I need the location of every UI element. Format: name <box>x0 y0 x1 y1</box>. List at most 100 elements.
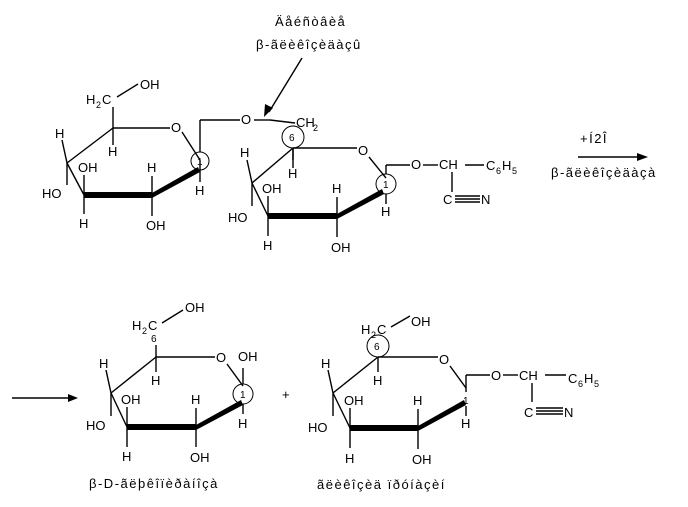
atom-oh-c1-p1: OH <box>238 349 258 364</box>
atom-oh-c2: OH <box>146 218 166 233</box>
atom-c6h5-5: 5 <box>512 166 517 176</box>
atom-n-nitrile-p2: N <box>564 405 573 420</box>
atom-oh-c3-p2: OH <box>344 393 364 408</box>
atom-h-c1-p2: H <box>461 416 470 431</box>
label-reagent-enzyme: β-ãëèêîçèäàçà <box>551 165 657 180</box>
continuation-arrow <box>12 394 78 402</box>
reaction-arrow-head <box>637 153 648 161</box>
bond-c4-h <box>61 139 68 164</box>
enzyme-pointer-arrowhead <box>264 104 273 117</box>
atom-num-1-right: 1 <box>383 180 389 191</box>
amygdalin-right-glucose-ring: CH 2 6 O H H HO OH H H OH 1 H O <box>228 115 517 255</box>
atom-h-c4: H <box>55 126 64 141</box>
atom-h2c-sub-p1: 2 <box>142 326 147 336</box>
atom-o-aglycone: O <box>411 157 421 172</box>
atom-ho-c4-right: HO <box>228 210 248 225</box>
atom-oh-c3-p1: OH <box>121 392 141 407</box>
plus-sign: + <box>282 387 290 402</box>
atom-h2c-sub-p2: 2 <box>371 330 376 340</box>
atom-h-c2-p2: H <box>413 393 422 408</box>
atom-ring-o: O <box>171 120 181 135</box>
bond-c2-c1-wedge <box>152 167 200 198</box>
atom-oh-c2-p2: OH <box>412 452 432 467</box>
atom-h2c-h: H <box>86 92 95 107</box>
atom-num-1-left: 1 <box>197 157 203 168</box>
bond-c2-c1-wedge-p2 <box>418 400 466 431</box>
atom-num-1-p2: 1 <box>463 396 469 407</box>
bond-c2-c1-wedge-right <box>337 189 384 219</box>
atom-ch2-sub: 2 <box>313 123 318 133</box>
caption-glucopyranose: β-D-ãëþêîïèðàíîçà <box>89 476 219 491</box>
bond-c4-h-right <box>246 159 253 184</box>
atom-glycosidic-o: O <box>241 112 251 127</box>
atom-ch-p2: CH <box>519 368 538 383</box>
bond-ch2-oh <box>116 83 139 98</box>
atom-h-c3-p1: H <box>122 449 131 464</box>
atom-oh-c3-right: OH <box>262 181 282 196</box>
atom-c-nitrile-p2: C <box>524 405 533 420</box>
atom-h2c-c-p2: C <box>377 322 386 337</box>
label-enzyme-line2: β-ãëèêîçèäàçû <box>256 37 362 52</box>
atom-oh-c6-p1: OH <box>185 300 205 315</box>
bond-c4-c3-p2 <box>332 392 351 429</box>
enzyme-annotation: Äåéñòâèå β-ãëèêîçèäàçû <box>256 14 362 117</box>
bond-ch2-oh-p1 <box>161 309 184 324</box>
atom-h-c5: H <box>108 144 117 159</box>
amygdalin-left-glucose-ring: H 2 C OH O H H HO OH H H OH 1 H <box>42 77 296 233</box>
atom-h-c2: H <box>147 160 156 175</box>
bond-o-c1-right <box>368 156 387 179</box>
bond-c4-c3 <box>66 162 85 196</box>
atom-h-c1-right: H <box>381 204 390 219</box>
atom-ring-o-right: O <box>358 143 368 158</box>
atom-h2c-c: C <box>102 92 111 107</box>
atom-o-aglycone-p2: O <box>491 368 501 383</box>
product-glucopyranose: H 2 C 6 OH O H H HO OH H H OH 1 OH H <box>86 300 258 465</box>
reaction-arrow-top: +Í2Î β-ãëèêîçèäàçà <box>551 131 657 180</box>
atom-num-1-p1: 1 <box>240 390 246 401</box>
atom-oh-c6: OH <box>140 77 160 92</box>
atom-ch: CH <box>439 157 458 172</box>
atom-num-6-right: 6 <box>289 133 295 144</box>
atom-c6h5-6: 6 <box>496 166 501 176</box>
bond-c5-c4-p1 <box>110 356 157 394</box>
atom-oh-c2-right: OH <box>331 240 351 255</box>
atom-n-nitrile: N <box>481 192 490 207</box>
bond-c5-c4 <box>66 127 114 164</box>
atom-h-c5-p1: H <box>151 373 160 388</box>
atom-c6h5-c-p2: C <box>568 371 577 386</box>
atom-h2c-h-p1: H <box>132 318 141 333</box>
atom-num-6-p2: 6 <box>374 342 380 353</box>
atom-c6h5-c: C <box>486 158 495 173</box>
atom-ch2-c: CH <box>296 115 315 130</box>
atom-h2c-sub: 2 <box>96 100 101 110</box>
continuation-arrow-head <box>68 394 78 402</box>
bond-c2-c1-wedge-p1 <box>196 400 243 430</box>
atom-h-c4-p2: H <box>321 356 330 371</box>
atom-h-c3-p2: H <box>345 451 354 466</box>
bond-o-c1-p2 <box>449 365 467 389</box>
label-enzyme-line1: Äåéñòâèå <box>275 14 346 29</box>
atom-ho-c4-p2: HO <box>308 420 328 435</box>
atom-h-c5-p2: H <box>373 373 382 388</box>
atom-ho-c4-p1: HO <box>86 418 106 433</box>
atom-h2c-c-p1: C <box>148 318 157 333</box>
bond-c5-c4-p2 <box>332 356 379 394</box>
atom-oh-c3: OH <box>78 160 98 175</box>
atom-h-c3-right: H <box>263 238 272 253</box>
atom-oh-c2-p1: OH <box>190 450 210 465</box>
atom-c6h5-6-p2: 6 <box>578 379 583 389</box>
bond-c5-c4-right <box>251 147 294 184</box>
bond-o-c1-p1 <box>226 363 244 387</box>
atom-c6h5-h: H <box>502 158 511 173</box>
enzyme-pointer-line <box>268 57 303 113</box>
atom-ho-c4: HO <box>42 186 62 201</box>
atom-ring-o-p2: O <box>439 352 449 367</box>
atom-c6h5-5-p2: 5 <box>594 379 599 389</box>
atom-ring-o-p1: O <box>216 350 226 365</box>
atom-c-nitrile: C <box>443 192 452 207</box>
atom-h-c5-right: H <box>288 166 297 181</box>
bond-c4-h-p1 <box>105 369 112 394</box>
atom-h-c4-p1: H <box>99 356 108 371</box>
atom-h-c1-p1: H <box>238 416 247 431</box>
